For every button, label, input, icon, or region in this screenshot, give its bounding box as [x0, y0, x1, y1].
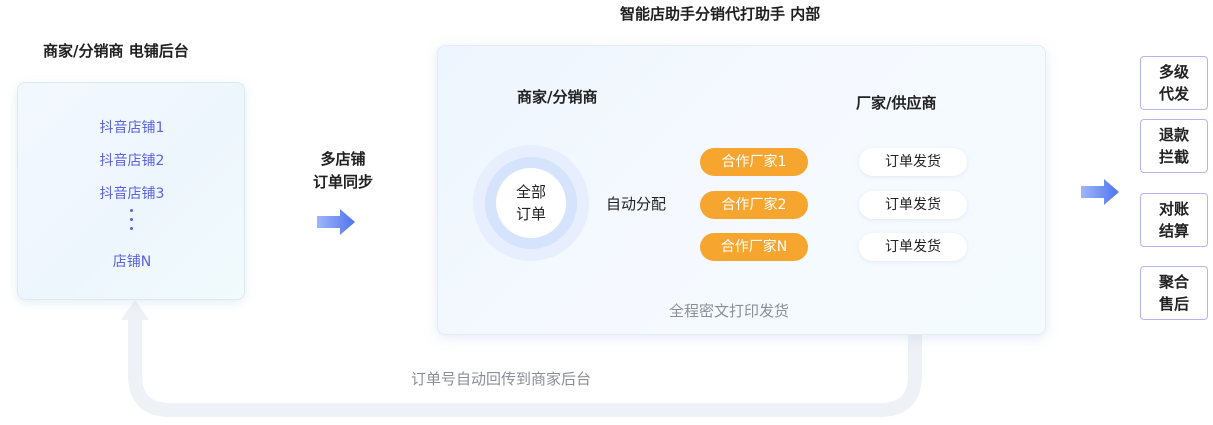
factory-pill: 合作厂家1 [700, 148, 808, 176]
store-item: 抖音店铺1 [99, 120, 165, 136]
merchant-label: 商家/分销商 [517, 88, 598, 106]
return-loop-path [128, 262, 922, 417]
feature-box: 多级 代发 [1140, 56, 1208, 110]
feature-box: 聚合 售后 [1140, 266, 1208, 320]
feature-line: 对账 [1158, 200, 1189, 218]
feature-line: 代发 [1158, 85, 1189, 103]
main-title: 智能店助手分销代打助手 内部 [620, 5, 821, 23]
feature-box: 对账 结算 [1140, 193, 1208, 247]
store-item: 抖音店铺3 [99, 186, 165, 202]
supplier-label: 厂家/供应商 [856, 94, 937, 112]
ship-pill: 订单发货 [859, 233, 967, 261]
sync-label: 多店铺 订单同步 [293, 148, 393, 194]
factory-pill: 合作厂家N [700, 233, 808, 261]
all-orders-circle: 全部 订单 [496, 168, 566, 238]
all-orders-line: 全部 [515, 183, 546, 201]
sync-label-line: 订单同步 [312, 173, 373, 191]
more-stores-ellipsis [130, 209, 134, 236]
sync-arrow-icon [317, 209, 355, 235]
ship-pill: 订单发货 [859, 191, 967, 219]
sync-label-line: 多店铺 [320, 150, 366, 168]
return-note: 订单号自动回传到商家后台 [411, 370, 592, 388]
store-section-title: 商家/分销商 电铺后台 [43, 42, 189, 60]
store-item: 抖音店铺2 [99, 153, 165, 169]
feature-line: 退款 [1158, 126, 1189, 144]
feature-line: 拦截 [1158, 148, 1189, 166]
encrypt-note: 全程密文打印发货 [669, 302, 790, 320]
ship-pill: 订单发货 [859, 148, 967, 176]
store-panel: 抖音店铺1 抖音店铺2 抖音店铺3 店铺N [17, 82, 245, 300]
features-arrow-icon [1081, 179, 1119, 205]
return-loop-arrowhead [121, 300, 149, 320]
feature-box: 退款 拦截 [1140, 119, 1208, 173]
auto-assign-label: 自动分配 [606, 195, 667, 213]
feature-line: 售后 [1158, 295, 1189, 313]
store-item: 店铺N [112, 254, 152, 270]
feature-line: 多级 [1158, 63, 1189, 81]
feature-line: 结算 [1158, 222, 1189, 240]
all-orders-line: 订单 [515, 205, 546, 223]
factory-pill: 合作厂家2 [700, 191, 808, 219]
feature-line: 聚合 [1158, 273, 1189, 291]
